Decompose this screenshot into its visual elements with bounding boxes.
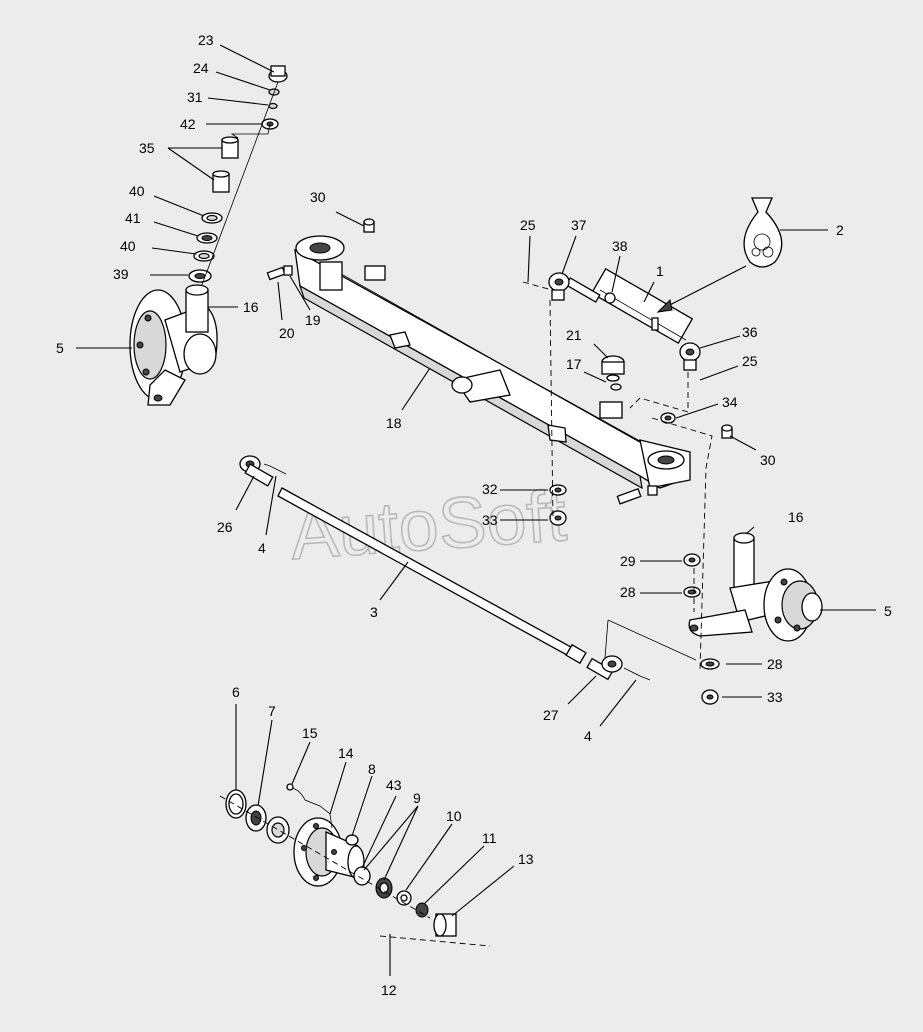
callout-16: 16 [243,299,259,315]
callout-2: 2 [836,222,844,238]
hardware-kit-bag [743,197,783,268]
callout-7: 7 [268,703,276,719]
callout-4b: 4 [584,728,592,744]
callout-5b: 5 [884,603,892,619]
callout-10: 10 [446,808,462,824]
callout-33b: 33 [767,689,783,705]
beam-bolts [266,218,733,505]
callout-39: 39 [113,266,129,282]
callout-23: 23 [198,32,214,48]
callout-20: 20 [279,325,295,341]
callout-4: 4 [258,540,266,556]
callout-41: 41 [125,210,141,226]
callout-6: 6 [232,684,240,700]
callout-leaders [76,44,876,976]
callout-12: 12 [381,982,397,998]
wheel-hub-assembly [225,783,457,937]
callout-32: 32 [482,481,498,497]
callout-42: 42 [180,116,196,132]
kingpin-stack-left [188,65,288,291]
callout-30: 30 [310,189,326,205]
callout-34: 34 [722,394,738,410]
callout-27: 27 [543,707,559,723]
callout-37: 37 [571,217,587,233]
callout-1: 1 [656,263,664,279]
callout-21: 21 [566,327,582,343]
callout-19: 19 [305,312,321,328]
callout-26: 26 [217,519,233,535]
callout-25b: 25 [742,353,758,369]
callout-43: 43 [386,777,402,793]
callout-30b: 30 [760,452,776,468]
callout-labels: 23 24 31 42 35 40 41 40 39 16 5 30 20 19… [56,32,892,998]
callout-40: 40 [129,183,145,199]
callout-35: 35 [139,140,155,156]
center-nuts [549,484,567,526]
steering-knuckle-left [129,284,218,406]
callout-31: 31 [187,89,203,105]
assembly-centerlines [219,281,713,947]
callout-36: 36 [742,324,758,340]
callout-18: 18 [386,415,402,431]
callout-28b: 28 [767,656,783,672]
callout-13: 13 [518,851,534,867]
callout-40b: 40 [120,238,136,254]
tie-rod-assembly [239,455,623,681]
callout-11: 11 [482,830,497,846]
front-axle-beam [294,235,691,490]
callout-5: 5 [56,340,64,356]
watermark-text: AutoSoft [288,476,569,575]
callout-15: 15 [302,725,318,741]
callout-28: 28 [620,584,636,600]
callout-9: 9 [413,790,421,806]
callout-16b: 16 [788,509,804,525]
callout-24: 24 [193,60,209,76]
steering-knuckle-right [688,532,823,642]
callout-33: 33 [482,512,498,528]
callout-25: 25 [520,217,536,233]
steering-cylinder [548,267,701,371]
callout-38: 38 [612,238,628,254]
callout-3: 3 [370,604,378,620]
callout-17: 17 [566,356,582,372]
callout-14: 14 [338,745,354,761]
cylinder-mount-parts [601,355,676,424]
callout-8: 8 [368,761,376,777]
callout-29: 29 [620,553,636,569]
